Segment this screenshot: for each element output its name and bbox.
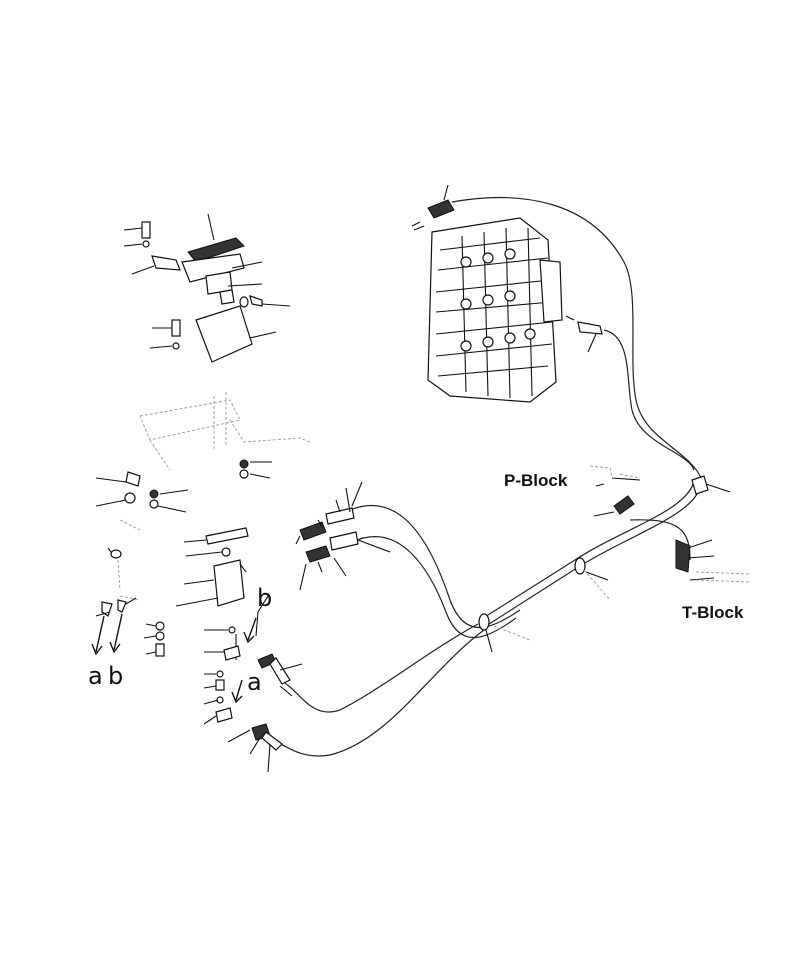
tee-connector — [691, 475, 731, 495]
lower-fittings — [143, 621, 303, 773]
lower-valve-parts — [95, 459, 272, 617]
pedal-assembly — [123, 213, 291, 363]
t-block-fitting — [675, 539, 751, 583]
ghost-frame — [117, 392, 311, 601]
label-a-mid: a — [247, 668, 262, 696]
label-a-bottom: a — [88, 662, 103, 690]
valve-side-fitting — [565, 315, 603, 353]
valve-top-fitting — [411, 184, 455, 231]
p-block-label: P-Block — [504, 471, 568, 490]
p-block-fitting — [589, 465, 641, 517]
label-b-bottom: b — [108, 662, 123, 690]
hose-lines — [269, 197, 703, 757]
direction-arrows — [91, 613, 257, 704]
control-valve-block — [427, 217, 563, 403]
hose-clamps — [478, 557, 611, 653]
label-b-mid: b — [257, 584, 272, 612]
middle-fittings — [235, 481, 391, 660]
t-block-label: T-Block — [682, 603, 744, 622]
